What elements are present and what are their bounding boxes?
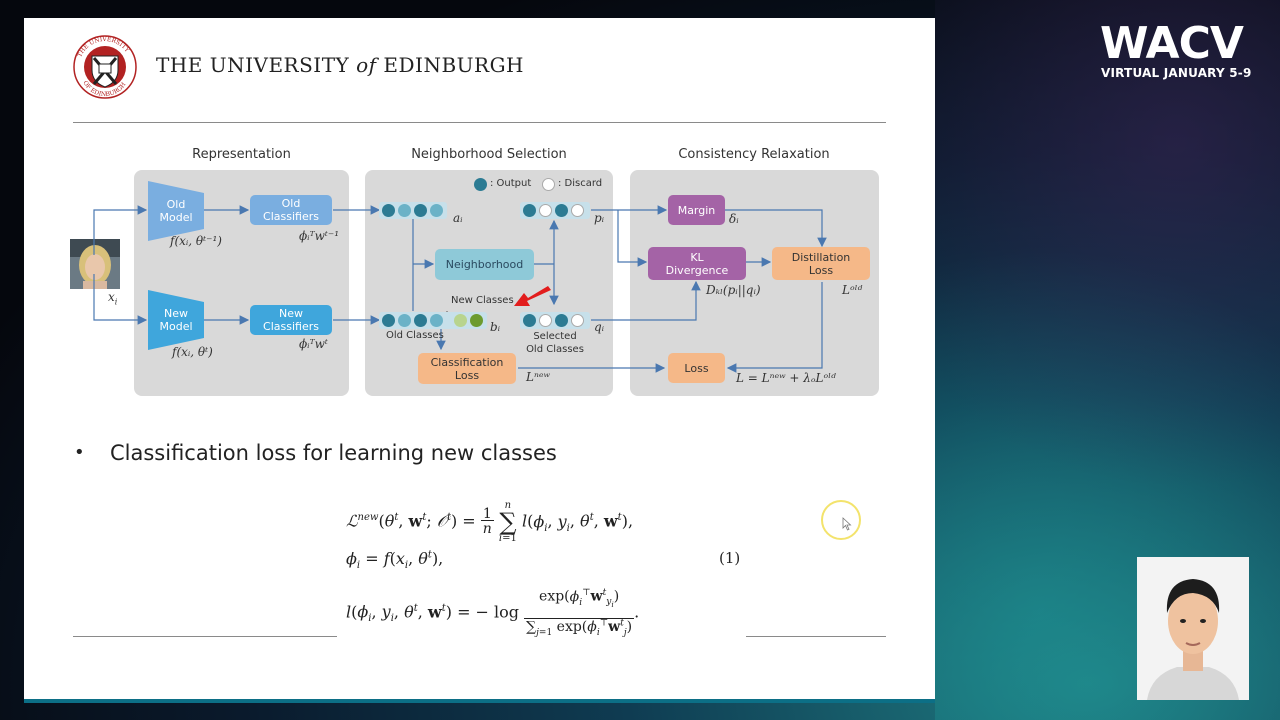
bullet-marker: • <box>74 442 85 463</box>
q-i-dot <box>571 314 584 327</box>
new-model-box: New Model <box>159 307 193 333</box>
classification-loss-box: Classification Loss <box>418 353 516 384</box>
legend-output-label: : Output <box>490 178 532 189</box>
label-dkl: Dₖₗ(pᵢ||qᵢ) <box>706 283 761 297</box>
p-i-dot <box>571 204 584 217</box>
margin-box: Margin <box>668 195 725 225</box>
q-i-dot <box>523 314 536 327</box>
equation-number: (1) <box>719 549 741 567</box>
label-l-old: Lᵒˡᵈ <box>842 283 863 297</box>
mouse-pointer-icon <box>842 517 852 531</box>
label-total-loss: L = Lⁿᵉʷ + λₒLᵒˡᵈ <box>736 371 836 385</box>
p-i-dot <box>523 204 536 217</box>
university-name: THE UNIVERSITY of EDINBURGH <box>156 53 524 77</box>
new-model-shape <box>148 290 204 350</box>
loss-box: Loss <box>668 353 725 383</box>
diagram-arrows <box>93 205 827 373</box>
label-old-classes: Old Classes <box>386 330 444 341</box>
conference-subtitle: VIRTUAL JANUARY 5-9 <box>1101 66 1252 80</box>
slide-bottom-bar <box>24 699 935 703</box>
section-title-representation: Representation <box>192 147 291 162</box>
presenter-avatar <box>1137 557 1249 700</box>
a-i-dot <box>414 204 427 217</box>
p-i-dot <box>539 204 552 217</box>
presenter-webcam <box>1137 557 1249 700</box>
label-p-i: pᵢ <box>594 211 605 225</box>
a-i-dot <box>398 204 411 217</box>
old-model-shape <box>148 181 204 241</box>
label-x-i: xi <box>108 290 118 307</box>
q-i-dot <box>539 314 552 327</box>
legend-output-dot <box>474 178 487 191</box>
input-face-image <box>70 239 120 289</box>
b-i-dot <box>382 314 395 327</box>
label-l-new: Lⁿᵉʷ <box>526 370 550 384</box>
university-seal-logo: THE UNIVERSITY OF EDINBURGH <box>73 35 137 99</box>
b-i-dot <box>430 314 443 327</box>
conference-logo: WACV <box>1100 18 1244 69</box>
top-divider <box>73 122 886 123</box>
bottom-divider-left <box>73 636 337 637</box>
section-title-neighborhood: Neighborhood Selection <box>411 147 567 162</box>
label-new-classes: New Classes <box>451 295 514 306</box>
equation-line-3: l(ϕi, yi, θt, wt) = − log exp(ϕi⊤wtyi)∑j… <box>346 588 640 638</box>
label-b-i: bᵢ <box>490 320 501 334</box>
p-i-dot <box>555 204 568 217</box>
label-q-i: qᵢ <box>594 320 605 334</box>
university-name-of: of <box>356 53 377 77</box>
q-i-dot <box>555 314 568 327</box>
label-a-i: aᵢ <box>453 211 463 225</box>
b-i-dot-new-class <box>470 314 483 327</box>
label-selected-old-classes: Selected Old Classes <box>526 331 584 355</box>
label-phi-new: ϕᵢᵀwᵗ <box>299 337 328 351</box>
presentation-slide: THE UNIVERSITY OF EDINBURGH THE UNIVERSI… <box>24 18 935 699</box>
label-phi-old: ϕᵢᵀwᵗ⁻¹ <box>299 229 340 243</box>
label-f-old: f(xᵢ, θᵗ⁻¹) <box>170 234 222 248</box>
bottom-divider-right <box>746 636 886 637</box>
equation-line-2: ϕi = f(xi, θt), <box>346 549 444 572</box>
university-name-post: EDINBURGH <box>383 53 524 77</box>
a-i-dot <box>430 204 443 217</box>
new-classifiers-box: New Classifiers <box>250 305 332 335</box>
section-title-consistency: Consistency Relaxation <box>678 147 830 162</box>
neighborhood-box: Neighborhood <box>435 249 534 280</box>
a-i-dot <box>382 204 395 217</box>
distillation-loss-box: Distillation Loss <box>772 247 870 280</box>
old-model-box: Old Model <box>159 198 193 224</box>
cursor-highlight <box>821 500 861 540</box>
university-name-pre: THE UNIVERSITY <box>156 53 350 77</box>
label-delta-i: δᵢ <box>729 212 739 226</box>
b-i-dot-new-class <box>454 314 467 327</box>
old-classifiers-box: Old Classifiers <box>250 195 332 225</box>
legend-discard-dot <box>542 178 555 191</box>
b-i-dot <box>414 314 427 327</box>
kl-divergence-box: KL Divergence <box>648 247 746 280</box>
legend-discard-label: : Discard <box>558 178 603 189</box>
label-f-new: f(xᵢ, θᵗ) <box>172 345 213 359</box>
bullet-text: Classification loss for learning new cla… <box>110 441 557 465</box>
b-i-dot <box>398 314 411 327</box>
